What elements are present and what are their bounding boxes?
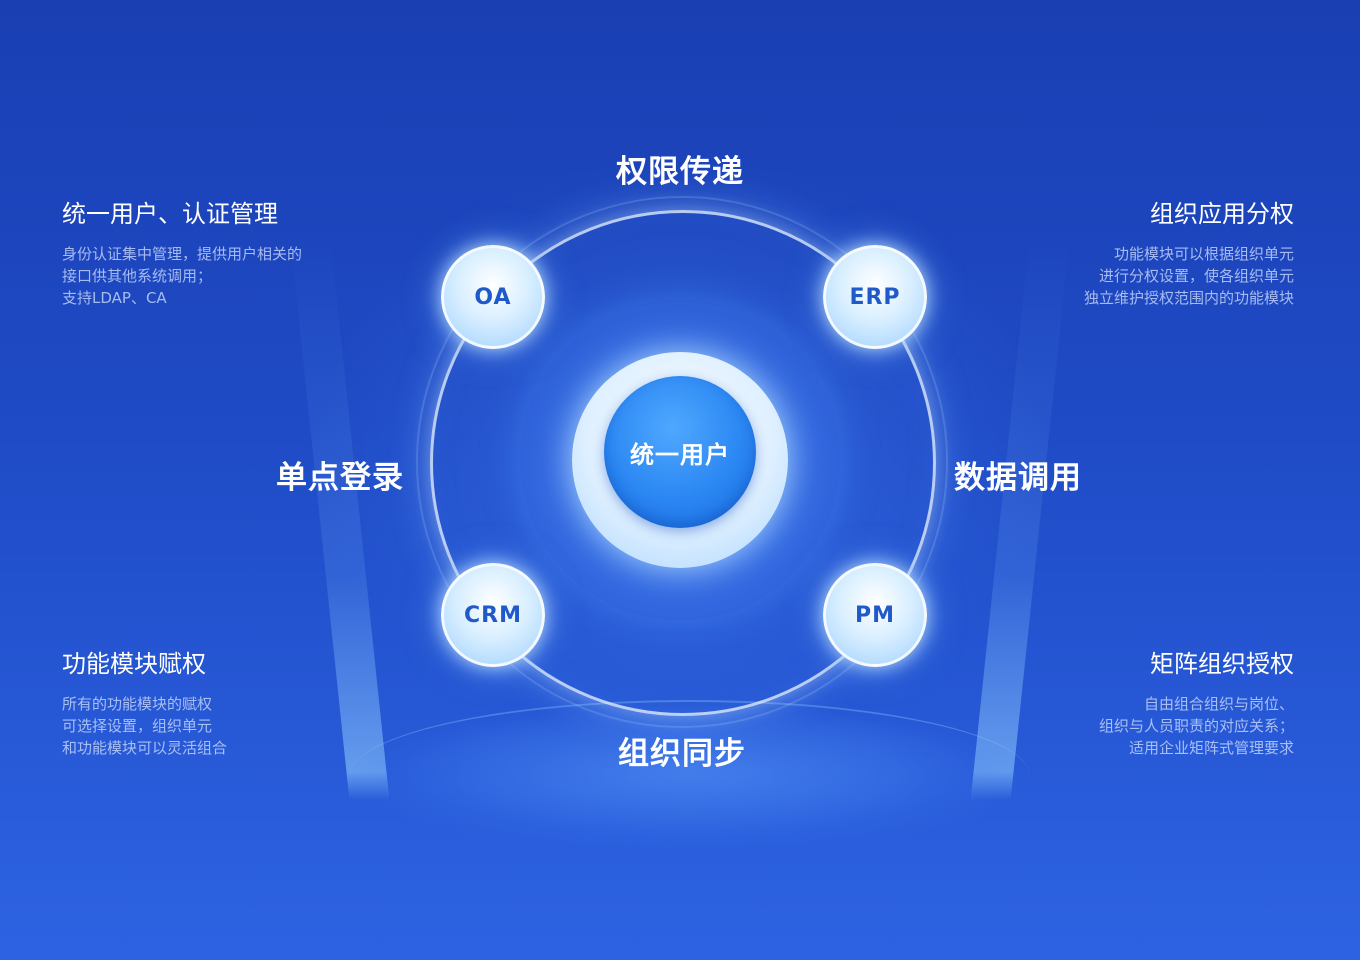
node-label: ERP [849,284,901,310]
feature-line: 支持LDAP、CA [62,289,167,307]
node-label: PM [854,602,896,628]
node-pm: PM [823,563,927,667]
label-org-sync: 组织同步 [618,736,746,772]
node-crm: CRM [441,563,545,667]
feature-matrix-org: 矩阵组织授权 自由组合组织与岗位、 组织与人员职责的对应关系； 适用企业矩阵式管… [994,644,1294,759]
feature-line: 所有的功能模块的赋权 [62,695,213,713]
feature-line: 接口供其他系统调用； [62,267,213,285]
feature-line: 自由组合组织与岗位、 [1143,695,1294,713]
node-label: OA [474,284,512,310]
feature-line: 功能模块可以根据组织单元 [1113,245,1294,263]
feature-title: 矩阵组织授权 [1150,650,1294,678]
feature-line: 进行分权设置，使各组织单元 [1098,267,1294,285]
feature-line: 和功能模块可以灵活组合 [62,739,228,757]
center-label: 统一用户 [630,440,730,469]
feature-org-app-permission: 组织应用分权 功能模块可以根据组织单元 进行分权设置，使各组织单元 独立维护授权… [994,194,1294,309]
label-permission-transfer: 权限传递 [616,154,744,190]
feature-title: 功能模块赋权 [62,650,206,678]
feature-title: 统一用户、认证管理 [62,200,278,228]
node-label: CRM [464,602,522,628]
feature-title: 组织应用分权 [1150,200,1294,228]
label-data-call: 数据调用 [954,460,1082,496]
feature-line: 独立维护授权范围内的功能模块 [1083,289,1294,307]
node-oa: OA [441,245,545,349]
feature-unified-auth: 统一用户、认证管理 身份认证集中管理，提供用户相关的 接口供其他系统调用； 支持… [62,194,362,309]
outer-ring [430,210,936,716]
outer-glow-ring [416,196,948,728]
feature-module-permission: 功能模块赋权 所有的功能模块的赋权 可选择设置，组织单元 和功能模块可以灵活组合 [62,644,362,759]
feature-line: 适用企业矩阵式管理要求 [1128,739,1294,757]
feature-line: 组织与人员职责的对应关系； [1098,717,1294,735]
label-single-sign-on: 单点登录 [276,460,404,496]
center-unified-user: 统一用户 [604,376,756,528]
feature-line: 身份认证集中管理，提供用户相关的 [62,245,303,263]
node-erp: ERP [823,245,927,349]
feature-line: 可选择设置，组织单元 [62,717,213,735]
